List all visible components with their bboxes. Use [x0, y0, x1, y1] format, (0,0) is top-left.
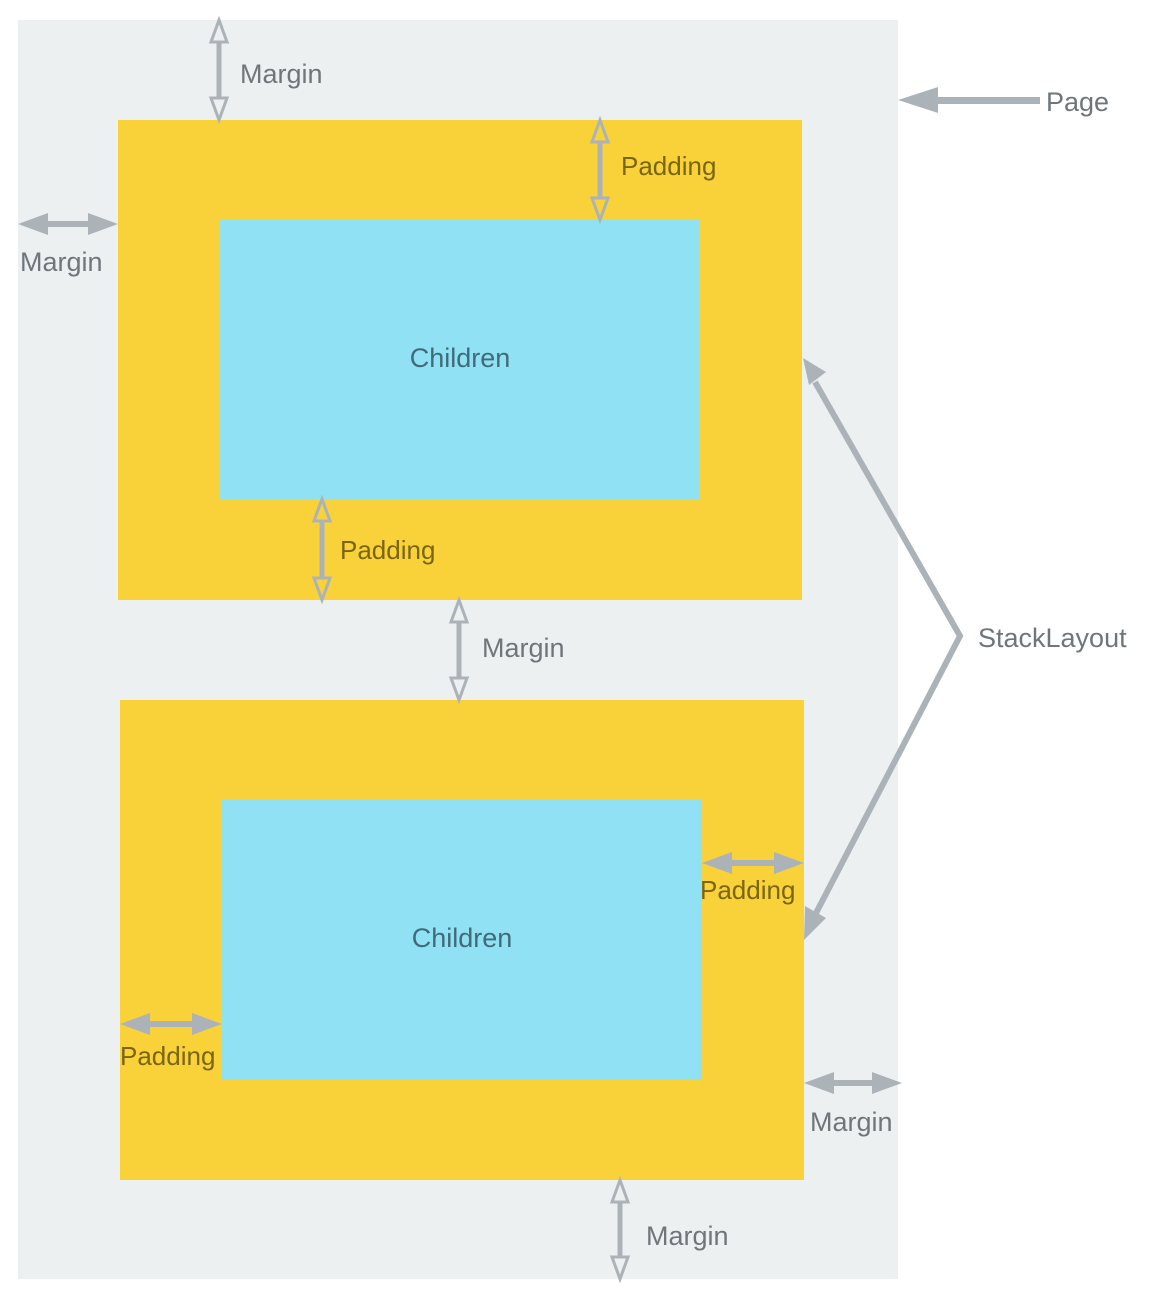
- children-bottom-label: Children: [412, 923, 513, 953]
- page-pointer-arrow: [898, 87, 1040, 113]
- children-top: [220, 220, 700, 499]
- children-top-label: Children: [410, 343, 511, 373]
- page-label: Page: [1046, 87, 1109, 117]
- padding-bottom-left-label: Padding: [120, 1041, 215, 1071]
- margin-bottom-arrow: [609, 1175, 631, 1284]
- margin-bottom-label: Margin: [646, 1221, 729, 1251]
- margin-between-label: Margin: [482, 633, 565, 663]
- margin-left-arrow: [18, 213, 118, 235]
- margin-top-arrow: [208, 15, 230, 125]
- padding-top-top-arrow: [589, 115, 611, 225]
- padding-bottom-left-arrow: [120, 1013, 222, 1035]
- stack-layout-label: StackLayout: [978, 623, 1127, 653]
- padding-top-bottom-label: Padding: [340, 535, 435, 565]
- margin-right-label: Margin: [810, 1107, 893, 1137]
- children-bottom: [222, 800, 702, 1080]
- margin-top-label: Margin: [240, 59, 323, 89]
- padding-bottom-right-arrow: [702, 852, 804, 874]
- margin-between-arrow: [448, 595, 470, 705]
- padding-top-top-label: Padding: [621, 151, 716, 181]
- padding-bottom-right-label: Padding: [700, 875, 795, 905]
- margin-left-label: Margin: [20, 247, 103, 277]
- margin-right-arrow: [804, 1072, 902, 1094]
- stack-layout-pointer-arrows: [803, 358, 964, 940]
- padding-top-bottom-arrow: [311, 494, 333, 605]
